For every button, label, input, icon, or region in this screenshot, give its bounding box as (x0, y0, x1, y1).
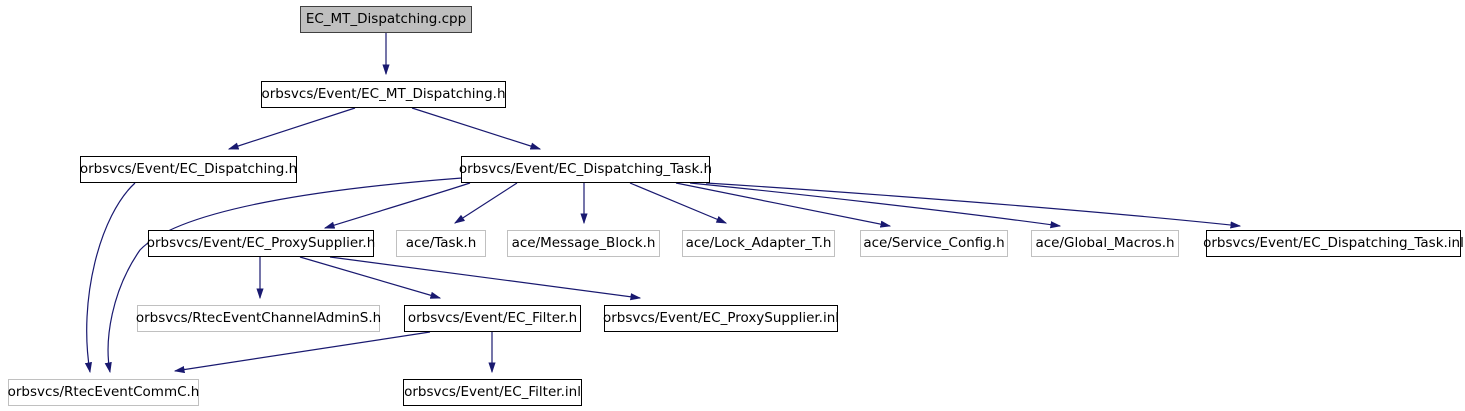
graph-node[interactable]: ace/Service_Config.h (860, 230, 1008, 257)
graph-node-label: ace/Message_Block.h (511, 234, 656, 251)
graph-node[interactable]: orbsvcs/RtecEventCommC.h (8, 379, 199, 406)
graph-node[interactable]: ace/Message_Block.h (507, 230, 660, 257)
graph-edge (173, 331, 431, 374)
graph-node[interactable]: orbsvcs/RtecEventChannelAdminS.h (136, 305, 381, 332)
graph-node-label: EC_MT_Dispatching.cpp (305, 10, 467, 27)
graph-edge (629, 182, 728, 224)
graph-node-label: ace/Task.h (405, 234, 477, 251)
graph-edge (299, 256, 442, 299)
graph-node-label: orbsvcs/Event/EC_Dispatching_Task.h (458, 160, 713, 177)
graph-node-label: orbsvcs/Event/EC_MT_Dispatching.h (261, 85, 506, 102)
graph-node[interactable]: orbsvcs/Event/EC_Dispatching_Task.h (459, 156, 712, 183)
graph-edge (675, 182, 892, 228)
graph-edge (227, 107, 356, 150)
graph-edge (329, 256, 642, 301)
graph-node[interactable]: orbsvcs/Event/EC_MT_Dispatching.h (261, 81, 506, 108)
graph-node-label: orbsvcs/Event/EC_Filter.h (407, 309, 578, 326)
graph-node-label: orbsvcs/Event/EC_Filter.inl (404, 383, 581, 400)
graph-edge (705, 182, 1242, 229)
graph-node-label: orbsvcs/Event/EC_ProxySupplier.inl (602, 309, 840, 326)
graph-node-label: orbsvcs/Event/EC_Dispatching.h (79, 160, 298, 177)
graph-node-label: orbsvcs/Event/EC_ProxySupplier.h (146, 234, 376, 251)
graph-edge (323, 182, 471, 229)
graph-node-label: ace/Service_Config.h (863, 234, 1005, 251)
graph-node[interactable]: orbsvcs/Event/EC_Filter.inl (403, 379, 582, 406)
graph-node-label: orbsvcs/RtecEventChannelAdminS.h (135, 309, 382, 326)
graph-node[interactable]: ace/Global_Macros.h (1031, 230, 1179, 257)
graph-edge (689, 182, 1062, 229)
graph-node[interactable]: orbsvcs/Event/EC_ProxySupplier.inl (603, 305, 839, 332)
graph-node[interactable]: orbsvcs/Event/EC_Dispatching.h (80, 156, 297, 183)
graph-node[interactable]: ace/Task.h (396, 230, 486, 257)
graph-node-label: orbsvcs/RtecEventCommC.h (7, 383, 200, 400)
graph-edge (411, 107, 542, 150)
graph-node-label: ace/Global_Macros.h (1035, 234, 1175, 251)
graph-edge (453, 182, 518, 224)
graph-edge (104, 177, 463, 374)
graph-node[interactable]: ace/Lock_Adapter_T.h (682, 230, 835, 257)
graph-node[interactable]: orbsvcs/Event/EC_ProxySupplier.h (147, 230, 375, 257)
graph-node[interactable]: EC_MT_Dispatching.cpp (300, 6, 472, 33)
graph-node[interactable]: orbsvcs/Event/EC_Dispatching_Task.inl (1203, 230, 1464, 257)
graph-node[interactable]: orbsvcs/Event/EC_Filter.h (404, 305, 581, 332)
graph-node-label: ace/Lock_Adapter_T.h (685, 234, 832, 251)
graph-edge (84, 182, 136, 374)
graph-node-label: orbsvcs/Event/EC_Dispatching_Task.inl (1203, 234, 1464, 251)
